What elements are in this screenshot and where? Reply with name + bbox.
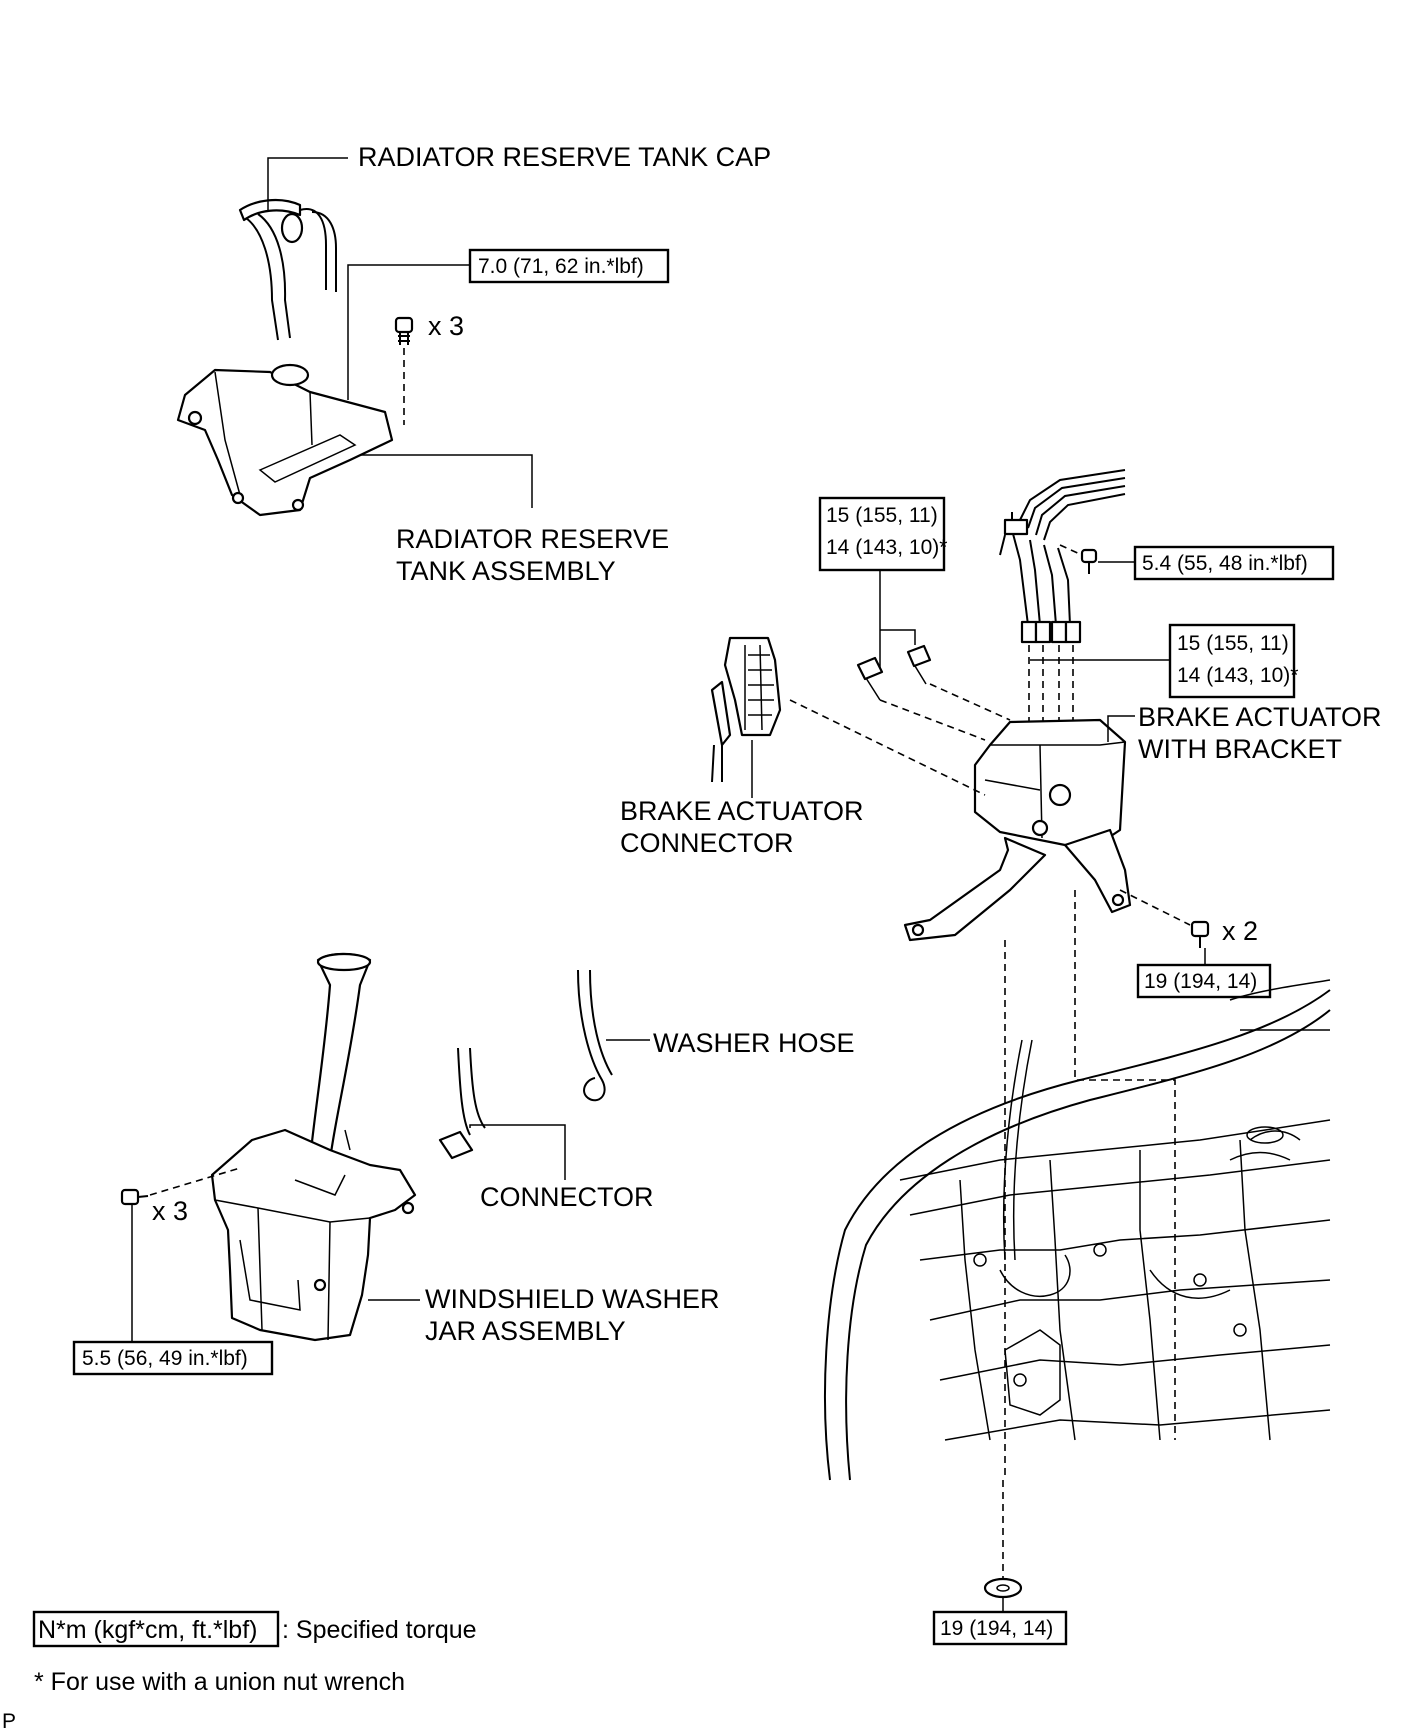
dashed-union-left — [879, 683, 1011, 741]
dashed-bracket-bolt — [1119, 889, 1191, 926]
dashed-actuator-bolt — [1059, 544, 1083, 556]
label-radiator-reserve-tank-l2: TANK ASSEMBLY — [396, 556, 616, 586]
leader-cap — [267, 157, 348, 212]
dashed-engine-right — [1074, 890, 1176, 1440]
legend-unit-desc: : Specified torque — [282, 1616, 477, 1644]
corner-mark: P — [2, 1710, 16, 1733]
leader-brake-line — [879, 570, 916, 672]
legend-footnote: * For use with a union nut wrench — [34, 1668, 405, 1696]
leader-tank-assembly — [360, 454, 533, 508]
torque-bottom-nut: 19 (194, 14) — [940, 1617, 1053, 1640]
torque-box-bracket — [1136, 963, 1272, 999]
torque-right-line-l1: 15 (155, 11) — [1177, 632, 1289, 655]
dashed-connector — [789, 699, 986, 796]
grommet-icon — [983, 1577, 1023, 1599]
label-brake-actuator-l2: WITH BRACKET — [1138, 734, 1342, 764]
connector-part — [438, 1047, 486, 1160]
label-washer-hose: WASHER HOSE — [653, 1028, 855, 1058]
torque-tank-bolt: 7.0 (71, 62 in.*lbf) — [478, 255, 644, 278]
legend-unit-box — [32, 1610, 280, 1648]
washer-hose-part — [577, 969, 613, 1102]
label-washer-jar-l1: WINDSHIELD WASHER — [425, 1284, 720, 1314]
torque-box-bottom — [932, 1610, 1068, 1646]
torque-box-actuator-bolt — [1133, 545, 1335, 581]
qty-jar-bolts: x 3 — [152, 1196, 188, 1226]
label-brake-actuator-connector-l2: CONNECTOR — [620, 828, 794, 858]
torque-bracket-bolt: 19 (194, 14) — [1144, 970, 1257, 993]
windshield-washer-jar-part — [210, 952, 417, 1342]
union-nut-icon — [856, 644, 932, 701]
label-brake-actuator-connector-l1: BRAKE ACTUATOR — [620, 796, 864, 826]
torque-box-tank — [468, 248, 670, 284]
brake-tubes-part — [999, 469, 1126, 644]
torque-brake-line-l2: 14 (143, 10)* — [826, 536, 947, 559]
actuator-bolt-icon — [1080, 548, 1098, 574]
brake-actuator-connector-part — [710, 636, 782, 783]
engine-bay-illustration — [824, 979, 1331, 1481]
torque-right-line-l2: 14 (143, 10)* — [1177, 664, 1298, 687]
torque-box-jar — [72, 1340, 274, 1376]
label-radiator-reserve-tank-l1: RADIATOR RESERVE — [396, 524, 669, 554]
dashed-jar-bolt — [149, 1167, 241, 1196]
label-brake-actuator-l1: BRAKE ACTUATOR — [1138, 702, 1382, 732]
bolt-icon — [394, 316, 414, 345]
leader-tank-torque — [347, 264, 470, 400]
torque-jar-bolt: 5.5 (56, 49 in.*lbf) — [82, 1347, 248, 1370]
bracket-bolt-icon — [1190, 920, 1210, 948]
label-washer-jar-l2: JAR ASSEMBLY — [425, 1316, 626, 1346]
leader-connector-part — [469, 1124, 566, 1180]
torque-box-brake-line — [818, 496, 946, 572]
jar-bolt-icon — [120, 1188, 149, 1206]
leader-actuator — [1107, 715, 1135, 742]
qty-bracket-bolts: x 2 — [1222, 916, 1258, 946]
radiator-reserve-tank-cap-part — [238, 198, 337, 341]
label-connector: CONNECTOR — [480, 1182, 654, 1212]
legend-unit: N*m (kgf*cm, ft.*lbf) — [38, 1616, 257, 1644]
torque-actuator-bolt: 5.4 (55, 48 in.*lbf) — [1142, 552, 1308, 575]
brake-actuator-part — [903, 718, 1132, 942]
label-radiator-reserve-tank-cap: RADIATOR RESERVE TANK CAP — [358, 142, 771, 172]
torque-box-right-line — [1168, 623, 1296, 699]
torque-brake-line-l1: 15 (155, 11) — [826, 504, 938, 527]
qty-tank-bolts: x 3 — [428, 311, 464, 341]
radiator-reserve-tank-part — [176, 363, 394, 517]
